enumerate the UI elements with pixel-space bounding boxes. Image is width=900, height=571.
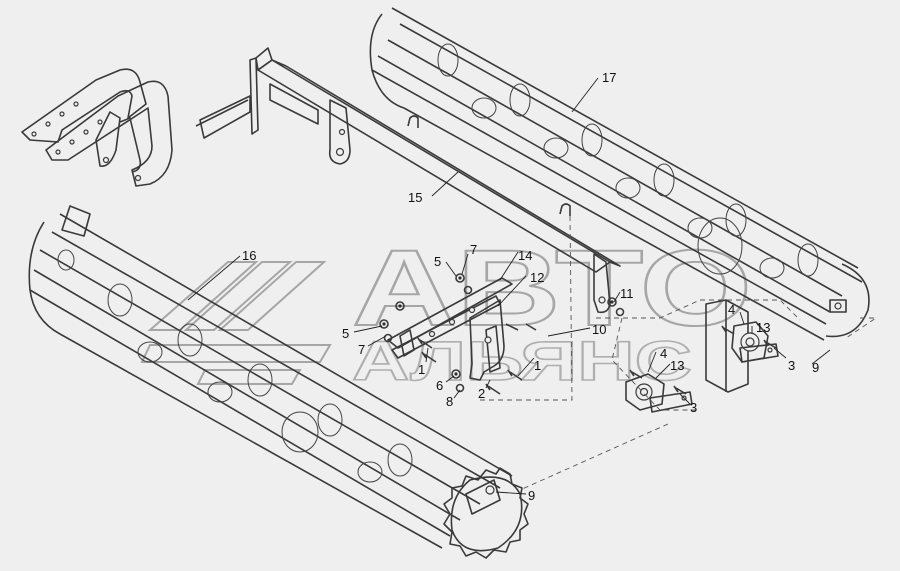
- callout-9: 9: [812, 360, 819, 375]
- callout-17: 17: [602, 70, 616, 85]
- callout-16: 16: [242, 248, 256, 263]
- watermark-logo: АВТО АЛЬЯНС: [140, 226, 753, 393]
- callout-4: 4: [660, 346, 667, 361]
- nut-icon: [451, 369, 461, 379]
- callout-3: 3: [788, 358, 795, 373]
- callout-7: 7: [358, 342, 365, 357]
- callout-9: 9: [528, 488, 535, 503]
- bolt-icon: [507, 369, 523, 381]
- washer-icon: [463, 285, 473, 295]
- washer-icon: [615, 307, 625, 317]
- callout-5: 5: [434, 254, 441, 269]
- callout-14: 14: [518, 248, 532, 263]
- main-frame-beam: [195, 47, 621, 314]
- callout-labels: 17 15 16 14 12 7 5 5 7 1 1 6 8 2 11 10 4…: [242, 70, 819, 503]
- roller-lower: [28, 205, 529, 559]
- leader-lines: [187, 77, 831, 495]
- watermark-wing-icon: [140, 261, 332, 385]
- nut-icon: [455, 273, 465, 283]
- callout-5: 5: [342, 326, 349, 341]
- nut-icon: [395, 301, 405, 311]
- callout-10: 10: [592, 322, 606, 337]
- watermark-line-2: АЛЬЯНС: [352, 329, 692, 392]
- nut-icon: [607, 297, 617, 307]
- callout-1: 1: [418, 362, 425, 377]
- callout-1: 1: [534, 358, 541, 373]
- bearing-assembly-right: [705, 299, 779, 393]
- assembly-guide-lines: [480, 215, 878, 491]
- washer-icon: [455, 383, 465, 393]
- callout-12: 12: [530, 270, 544, 285]
- callout-13: 13: [756, 320, 770, 335]
- washer-icon: [383, 333, 393, 343]
- bolt-icon: [525, 323, 537, 331]
- callout-3: 3: [690, 400, 697, 415]
- bearing-assembly-left: [625, 373, 693, 413]
- nut-icon: [379, 319, 389, 329]
- callout-6: 6: [436, 378, 443, 393]
- bolt-icon: [417, 337, 433, 349]
- callout-11: 11: [620, 286, 634, 301]
- callout-13: 13: [670, 358, 684, 373]
- bolt-icon: [505, 323, 519, 331]
- callout-8: 8: [446, 394, 453, 409]
- callout-2: 2: [478, 386, 485, 401]
- callout-7: 7: [470, 242, 477, 257]
- bolt-icon: [421, 351, 437, 363]
- callout-4: 4: [728, 302, 735, 317]
- callout-15: 15: [408, 190, 422, 205]
- hitch-bracket-left: [21, 68, 173, 187]
- roller-upper: [369, 7, 870, 341]
- bolt-icon: [485, 383, 501, 395]
